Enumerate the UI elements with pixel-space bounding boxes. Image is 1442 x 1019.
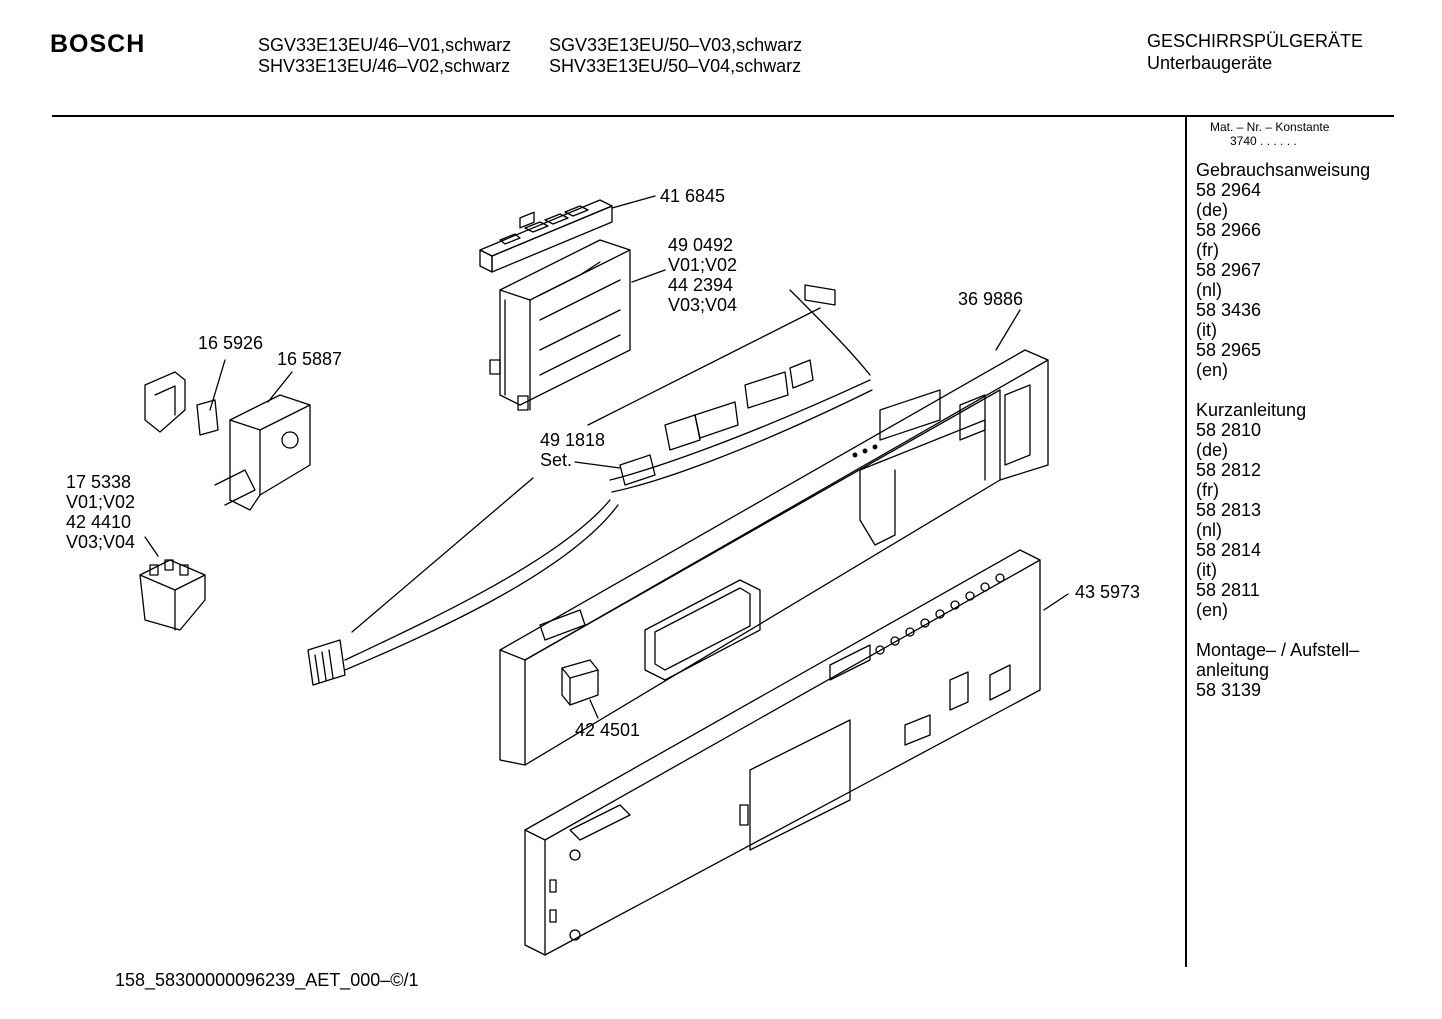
callout-369886: 36 9886	[958, 289, 1024, 309]
doc-line: (en)	[1196, 360, 1229, 380]
part-lock-mechanism	[215, 395, 310, 510]
doc-line: anleitung	[1196, 660, 1270, 680]
part-switch-cover	[480, 200, 612, 272]
model-line-4: SHV33E13EU/50–V04,schwarz	[549, 56, 802, 76]
leader-491818-down	[352, 478, 533, 632]
konstante-value: 3740 . . . . . .	[1230, 134, 1297, 148]
doc-line: 58 3139	[1196, 680, 1262, 700]
doc-group-kurzanleitung: Kurzanleitung 58 2810 (de) 58 2812 (fr) …	[1196, 400, 1370, 620]
doc-group-title: Gebrauchsanweisung	[1196, 160, 1371, 180]
callout-424501: 42 4501	[575, 720, 641, 740]
category-line-1: GESCHIRRSPÜLGERÄTE	[1147, 31, 1364, 51]
doc-line: 58 2811	[1196, 580, 1260, 600]
callout-line: Set.	[540, 450, 573, 470]
doc-line: 58 2964	[1196, 180, 1262, 200]
doc-group-gebrauchsanweisung: Gebrauchsanweisung 58 2964 (de) 58 2966 …	[1196, 160, 1370, 380]
doc-group-title: Kurzanleitung	[1196, 400, 1307, 420]
doc-line: (de)	[1196, 200, 1229, 220]
doc-line: (nl)	[1196, 520, 1222, 540]
doc-group-title: Montage– / Aufstell–	[1196, 640, 1360, 660]
document-list: Gebrauchsanweisung 58 2964 (de) 58 2966 …	[1196, 160, 1370, 720]
leader-165926	[210, 360, 225, 410]
doc-line: (fr)	[1196, 480, 1219, 500]
model-line-1: SGV33E13EU/46–V01,schwarz	[258, 35, 512, 55]
doc-line: 58 2813	[1196, 500, 1262, 520]
leader-491818-up	[588, 308, 820, 425]
doc-line: 58 3436	[1196, 300, 1262, 320]
callout-491818: 49 1818 Set.	[540, 430, 605, 470]
doc-line: (fr)	[1196, 240, 1219, 260]
callout-416845: 41 6845	[660, 186, 726, 206]
leader-416845	[612, 196, 655, 208]
leader-424501	[590, 700, 598, 718]
callout-line: V01;V02	[66, 492, 136, 512]
model-line-2: SHV33E13EU/46–V02,schwarz	[258, 56, 511, 76]
callout-490492: 49 0492 V01;V02 44 2394 V03;V04	[668, 235, 737, 315]
leader-165887	[268, 372, 292, 402]
callout-line: 49 0492	[668, 235, 734, 255]
callout-line: V03;V04	[668, 295, 738, 315]
callout-435973: 43 5973	[1075, 582, 1141, 602]
callout-165926: 16 5926	[198, 333, 264, 353]
doc-group-montage: Montage– / Aufstell– anleitung 58 3139	[1196, 640, 1370, 700]
brand-logo: BOSCH	[50, 30, 146, 58]
part-bracket-165926	[145, 372, 218, 435]
callout-line: 17 5338	[66, 472, 132, 492]
callout-line: V01;V02	[668, 255, 738, 275]
doc-line: 58 2814	[1196, 540, 1262, 560]
doc-line: (en)	[1196, 600, 1229, 620]
doc-line: (nl)	[1196, 280, 1222, 300]
callout-line: 42 4410	[66, 512, 132, 532]
leader-369886	[996, 310, 1020, 350]
part-fascia-frame	[500, 350, 1048, 765]
callout-line: V03;V04	[66, 532, 136, 552]
callout-line: 49 1818	[540, 430, 606, 450]
sidebar-divider	[1185, 116, 1187, 967]
callout-165887: 16 5887	[277, 349, 343, 369]
doc-line: (it)	[1196, 320, 1217, 340]
part-cable-harness	[308, 285, 872, 685]
header-divider	[52, 115, 1394, 117]
doc-line: 58 2810	[1196, 420, 1262, 440]
leader-491818-set	[575, 462, 620, 468]
part-switch-175338	[140, 560, 205, 630]
doc-line: 58 2965	[1196, 340, 1262, 360]
leader-435973	[1044, 594, 1068, 610]
model-line-3: SGV33E13EU/50–V03,schwarz	[549, 35, 803, 55]
doc-line: 58 2967	[1196, 260, 1262, 280]
callout-175338: 17 5338 V01;V02 42 4410 V03;V04	[66, 472, 135, 552]
leader-490492	[632, 270, 665, 282]
doc-line: (it)	[1196, 560, 1217, 580]
part-handle	[645, 580, 760, 680]
doc-line: 58 2812	[1196, 460, 1262, 480]
category-title: GESCHIRRSPÜLGERÄTE Unterbaugeräte	[1147, 30, 1363, 74]
part-inner-panel	[525, 550, 1040, 955]
konstante-label: Mat. – Nr. – Konstante	[1210, 120, 1330, 134]
part-control-module	[490, 240, 630, 410]
doc-line: 58 2966	[1196, 220, 1262, 240]
part-button-424501	[562, 660, 598, 705]
konstante-block: Mat. – Nr. – Konstante 3740 . . . . . .	[1210, 120, 1329, 148]
callout-line: 44 2394	[668, 275, 734, 295]
leader-175338	[145, 537, 158, 556]
doc-line: (de)	[1196, 440, 1229, 460]
footer-code: 158_58300000096239_AET_000–©/1	[115, 970, 419, 990]
category-line-2: Unterbaugeräte	[1147, 53, 1273, 73]
